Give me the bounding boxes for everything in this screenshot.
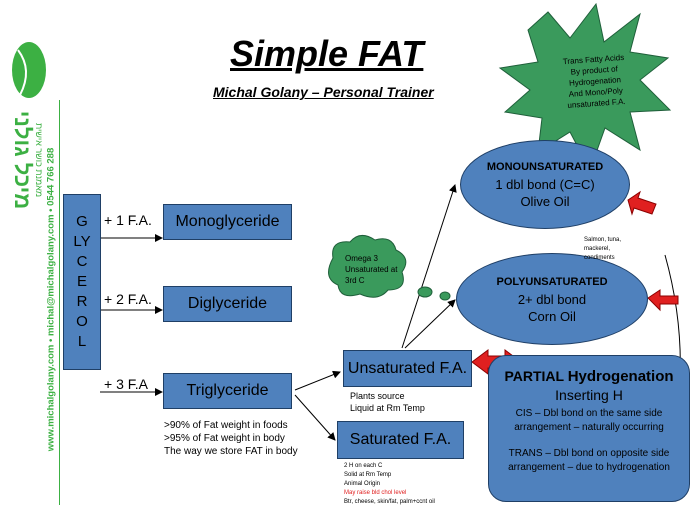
arrow-unsat-to-poly	[404, 299, 456, 349]
glycerol-letter: E	[76, 273, 87, 290]
trans-fat-starburst	[498, 2, 672, 172]
note: >95% of Fat weight in body	[164, 433, 285, 444]
page-title: Simple FAT	[230, 33, 424, 74]
glycerol-letter: G	[76, 213, 88, 230]
hydro-cis: CIS – Dbl bond on the same side arrangem…	[514, 408, 664, 433]
note: 2 H on each C	[344, 463, 383, 469]
omega-line: Omega 3	[345, 254, 378, 263]
hydrogenation-box: PARTIAL Hydrogenation Inserting H CIS – …	[488, 355, 690, 502]
glycerol-letter: C	[76, 253, 88, 270]
salmon-note: Salmon, tuna, mackerel, condiments	[584, 236, 621, 263]
label-plus-1-fa: + 1 F.A.	[104, 212, 152, 228]
ellipse-line: 1 dbl bond (C=C)	[495, 177, 595, 192]
note: The way we store FAT in body	[164, 446, 298, 457]
omega-line: Unsaturated at	[345, 265, 398, 274]
note: May raise bld chol level	[344, 490, 407, 496]
hydro-subtitle: Inserting H	[555, 387, 623, 403]
arrow-to-unsat	[294, 370, 341, 391]
hydro-title: PARTIAL	[504, 368, 568, 384]
triglyceride-notes: >90% of Fat weight in foods >95% of Fat w…	[164, 419, 298, 458]
glycerol-letter: O	[76, 313, 88, 330]
label-plus-3-fa: + 3 F.A	[104, 376, 148, 392]
glycerol-letter: LY	[73, 233, 91, 250]
page-subtitle: Michal Golany – Personal Trainer	[213, 84, 434, 100]
note: Salmon, tuna,	[584, 237, 622, 243]
note: condiments	[584, 255, 615, 261]
diglyceride-box: Diglyceride	[163, 286, 292, 322]
label-plus-2-fa: + 2 F.A.	[104, 291, 152, 307]
hydro-title-b: Hydrogenation	[567, 368, 674, 385]
red-arrow-to-mono-icon	[627, 190, 657, 216]
glycerol-letter: L	[77, 333, 87, 350]
note: >90% of Fat weight in foods	[164, 420, 288, 431]
monounsaturated-ellipse: MONOUNSATURATED 1 dbl bond (C=C) Olive Oil	[460, 140, 630, 229]
note: Animal Origin	[344, 481, 381, 487]
red-arrow-to-poly-icon	[647, 289, 679, 312]
note: Liquid at Rm Temp	[350, 403, 425, 413]
hydro-trans: TRANS – Dbl bond on opposite side arrang…	[508, 448, 670, 473]
omega-text: Omega 3 Unsaturated at 3rd C	[345, 253, 397, 286]
arrow-unsat-to-mono	[401, 184, 457, 349]
ellipse-title: MONOUNSATURATED	[486, 161, 604, 173]
omega-line: 3rd C	[345, 276, 365, 285]
ellipse-line: Olive Oil	[520, 194, 570, 209]
note: mackerel,	[584, 246, 611, 252]
cloud-bubble	[439, 291, 451, 301]
logo-divider	[59, 100, 60, 505]
note: Btr, cheese, skin/fat, palm+ccnt oil	[344, 499, 435, 505]
glycerol-letter: R	[76, 293, 88, 310]
arrow-to-sat	[294, 394, 336, 441]
omega-cloud	[328, 235, 407, 298]
triglyceride-box: Triglyceride	[163, 373, 292, 409]
note: Solid at Rm Temp	[344, 472, 392, 478]
saturated-fa-box: Saturated F.A.	[337, 421, 464, 459]
monoglyceride-box: Monoglyceride	[163, 204, 292, 240]
logo-leaf-icon	[12, 42, 46, 98]
unsaturated-fa-box: Unsaturated F.A.	[343, 350, 472, 387]
ellipse-line: Corn Oil	[528, 308, 576, 324]
ellipse-title: POLYUNSATURATED	[496, 275, 608, 288]
ellipse-line: 2+ dbl bond	[517, 291, 587, 307]
note: Plants source	[350, 391, 405, 401]
cloud-bubble	[417, 286, 433, 298]
